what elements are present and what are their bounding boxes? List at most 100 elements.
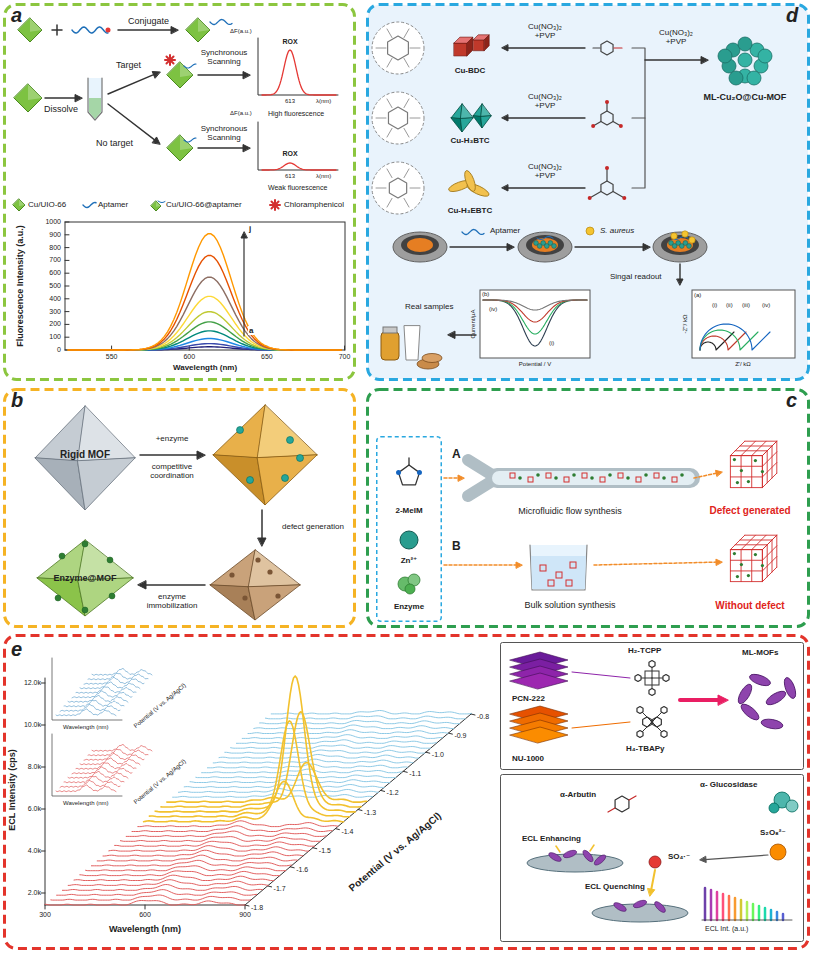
annotation-label: ML-Cu₂O@Cu-MOF: [704, 92, 787, 102]
axis-tick: 550: [106, 353, 118, 361]
axis-tick: -1.6: [296, 866, 308, 874]
panel-letter: c: [786, 389, 797, 412]
legend-text: Chloramphenicol: [284, 200, 344, 209]
annotation-label: ΔF(a.u.): [230, 28, 252, 35]
axis-title: -Z''/ kΩ: [682, 315, 689, 334]
node-text: Zn²⁺: [401, 556, 418, 565]
annotation-label: Dissolve: [44, 104, 78, 114]
node-text: SO₄·⁻: [668, 852, 690, 861]
node-text: S₂O₈²⁻: [760, 828, 786, 837]
annotation-label: Real samples: [405, 302, 453, 311]
legend-text: Cu/UIO-66@aptamer: [166, 200, 242, 209]
axis-tick: 200: [49, 320, 61, 328]
scheme-box: PCN-222NU-1000H₂-TCPPH₄-TBAPyML-MOFs: [500, 642, 804, 770]
annotation-label: (iv): [762, 302, 770, 309]
microfluidic-scheme: [396, 441, 777, 594]
annotation-label: Cu(NO₃)₂ +PVP: [652, 28, 700, 46]
node-text: α-Arbutin: [560, 790, 596, 799]
axis-title: Wavelength (nm): [62, 724, 109, 731]
annotation-label: High fluorescence: [268, 110, 324, 118]
enzyme-mof-scheme: [35, 405, 317, 620]
axis-tick: 300: [49, 308, 61, 316]
axis-tick: -1.2: [387, 789, 399, 797]
axis-title: Potential (V vs. Ag/AgCl): [347, 810, 444, 894]
annotation-label: (ii): [726, 302, 733, 309]
axis-tick: -1.0: [432, 751, 444, 759]
legend-text: Aptamer: [98, 200, 128, 209]
aptasensor-scheme: [14, 18, 338, 170]
node-text: ML-MOFs: [742, 648, 778, 657]
annotation-label: ROX: [282, 38, 297, 46]
axis-tick: 600: [183, 353, 195, 361]
panel-letter: b: [11, 389, 23, 412]
panel-letter: e: [11, 638, 22, 661]
node-text: PCN-222: [512, 694, 545, 703]
axis-tick: 600: [49, 269, 61, 277]
node-outline: [3, 634, 810, 950]
annotation-label: B: [452, 540, 461, 554]
annotation-label: Cu(NO₃)₂ +PVP: [521, 162, 569, 180]
annotation-label: A: [452, 448, 461, 462]
legend-swatch: [150, 198, 166, 212]
annotation-label: Without defect: [715, 600, 784, 612]
axis-title: Wavelength (nm): [109, 924, 181, 934]
curve-label: j: [248, 224, 252, 233]
axis-tick: 10.0k: [24, 721, 41, 729]
annotation-label: Microfluidic flow synthesis: [518, 506, 622, 516]
axis-tick: 400: [49, 295, 61, 303]
curve-label: a: [248, 326, 254, 335]
electrochemical-sensor-scheme: [372, 22, 795, 369]
axis-title: Potential (V vs. Ag/AgCl): [132, 758, 188, 807]
panel-letter: a: [11, 4, 22, 27]
axis-title: Z'/ kΩ: [735, 361, 751, 368]
node-text: H₄-TBAPy: [626, 744, 664, 753]
panel-letter: d: [786, 4, 798, 27]
node-text: ECL Quenching: [585, 882, 645, 891]
axis-tick: -0.8: [477, 713, 489, 721]
annotation-label: (iv): [488, 306, 498, 313]
axis-title: Potential / V: [519, 361, 551, 368]
axis-tick: 1000: [45, 218, 61, 226]
node-text: ECL Int. (a.u.): [705, 925, 748, 933]
legend-swatch: [12, 198, 28, 212]
node-outline: [366, 3, 810, 381]
axis-tick: 12.0k: [24, 679, 41, 687]
reagent-box: 2-MeIM Zn²⁺ Enzyme: [376, 436, 442, 622]
annotation-label: Enzyme@MOF: [54, 573, 117, 583]
annotation-label: defect generation: [282, 522, 344, 531]
annotation-label: (b): [482, 291, 489, 298]
annotation-label: ΔF(a.u.): [230, 110, 252, 117]
axis-tick: -1.1: [409, 770, 421, 778]
axis-tick: 0: [57, 346, 61, 354]
annotation-label: Singal readout: [610, 272, 662, 281]
annotation-label: λ(nm): [316, 173, 331, 180]
node-text: Enzyme: [394, 602, 424, 611]
annotation-label: Aptamer: [490, 226, 520, 235]
annotation-label: Synchronous Scanning: [196, 124, 252, 142]
annotation-label: Cu(NO₃)₂ +PVP: [521, 92, 569, 110]
axis-title: ECL Intensity (cps): [7, 749, 17, 830]
annotation-label: λ(nm): [316, 98, 331, 105]
annotation-label: Target: [116, 60, 141, 70]
ecl-waterfall-chart: [41, 658, 475, 909]
annotation-label: (i): [548, 340, 555, 347]
panel-frame: d: [366, 3, 810, 381]
annotation-label: Cu-BDC: [455, 66, 486, 75]
node-text: 2-MeIM: [395, 506, 422, 515]
axis-tick: 700: [339, 353, 351, 361]
scheme-box: α-Arbutinα- GlucosidaseECL EnhancingECL …: [500, 774, 804, 942]
annotation-label: Synchronous Scanning: [196, 48, 252, 66]
legend-swatch: [82, 198, 98, 212]
axis-tick: 8.0k: [28, 763, 41, 771]
axis-tick: 500: [49, 282, 61, 290]
annotation-label: (iii): [742, 302, 750, 309]
node-text: H₂-TCPP: [628, 646, 661, 655]
annotation-label: Cu-H₃BTC: [450, 136, 489, 145]
legend-text: Cu/UIO-66: [28, 200, 66, 209]
axis-tick: 4.0k: [28, 847, 41, 855]
axis-tick: -1.8: [251, 904, 263, 912]
axis-title: Current/μA: [470, 309, 477, 338]
annotation-label: Rigid MOF: [60, 449, 110, 461]
ml-mof-scheme: [510, 652, 798, 743]
